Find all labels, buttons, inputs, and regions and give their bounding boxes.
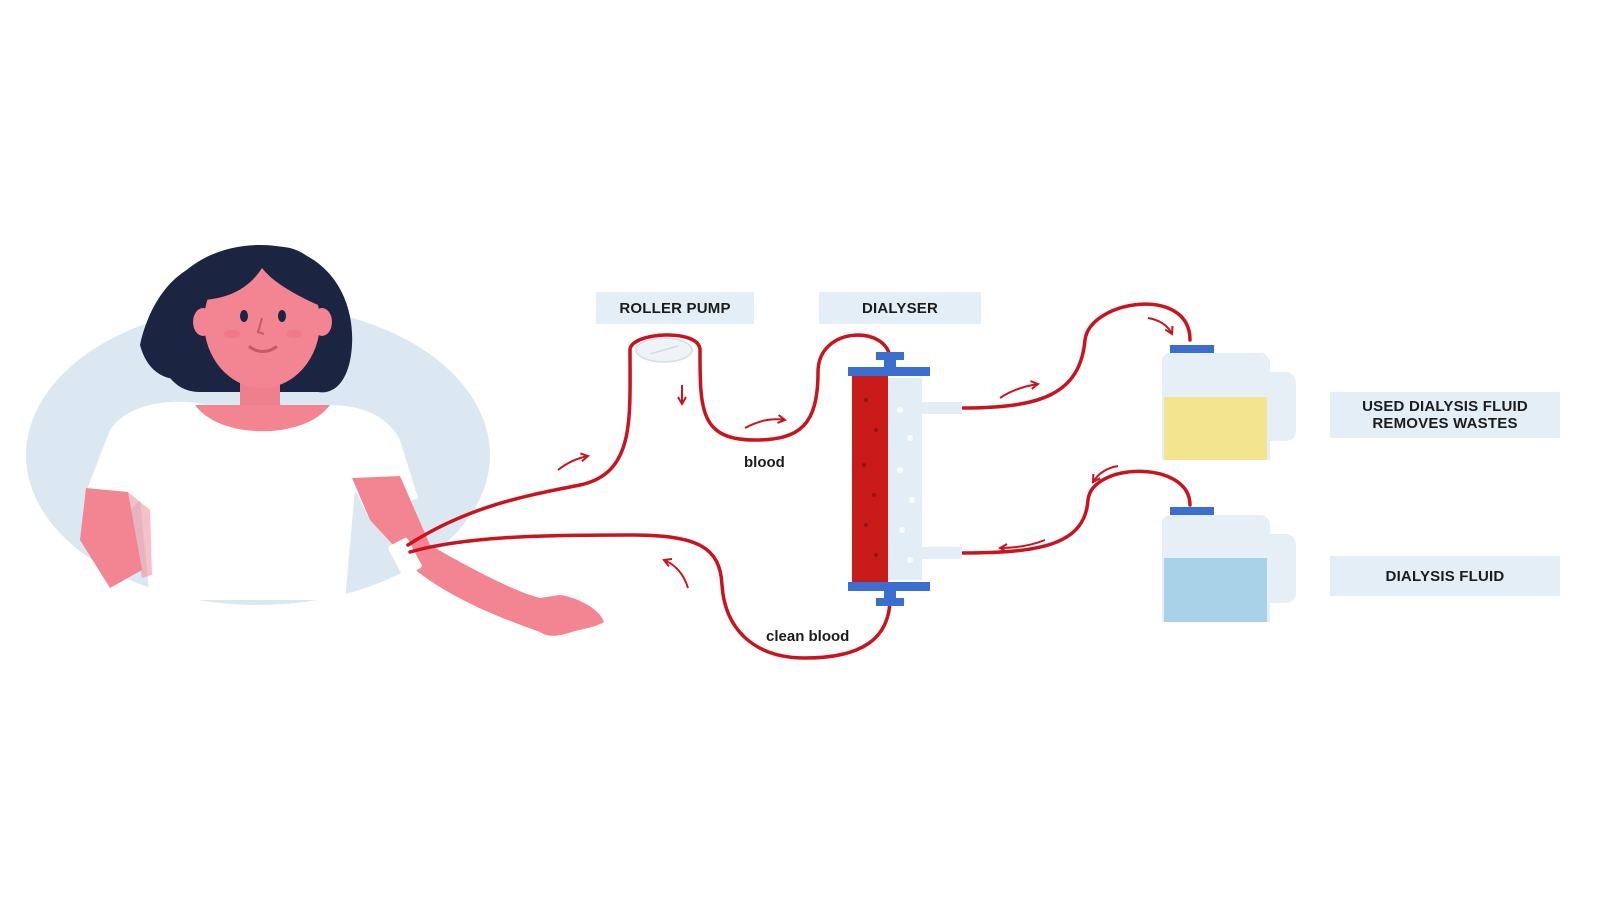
dialysis-fluid-label: DIALYSIS FLUID xyxy=(1330,556,1560,596)
flow-arrows xyxy=(557,317,1172,589)
flow-arrow xyxy=(744,419,785,429)
flow-arrow xyxy=(557,456,588,471)
blood-flow-label: blood xyxy=(744,454,785,471)
fresh-fluid-jug-icon xyxy=(1162,507,1296,622)
used-fluid-jug-icon xyxy=(1162,345,1296,460)
used-fluid-label-line1: USED DIALYSIS FLUID xyxy=(1362,398,1528,415)
roller-pump-icon xyxy=(635,337,693,363)
flow-arrow xyxy=(1000,539,1046,548)
used-fluid-level xyxy=(1164,397,1267,460)
dialyser-column-icon xyxy=(848,352,962,606)
used-fluid-label-line2: REMOVES WASTES xyxy=(1372,415,1518,432)
used-fluid-line xyxy=(960,302,1192,410)
flow-arrow xyxy=(664,560,689,589)
fresh-fluid-line xyxy=(960,469,1192,555)
woman-patient-icon xyxy=(26,245,604,636)
flow-arrow xyxy=(1093,465,1119,482)
clean-blood-flow-label: clean blood xyxy=(766,628,850,645)
fresh-fluid-level xyxy=(1164,558,1267,622)
flow-arrow xyxy=(1147,317,1172,334)
used-fluid-label: USED DIALYSIS FLUID REMOVES WASTES xyxy=(1330,392,1560,438)
venous-blood-line xyxy=(408,533,892,660)
flow-arrow xyxy=(999,384,1038,399)
arterial-blood-line xyxy=(406,333,892,547)
dialyser-label: DIALYSER xyxy=(819,292,981,324)
roller-pump-label: ROLLER PUMP xyxy=(596,292,754,324)
